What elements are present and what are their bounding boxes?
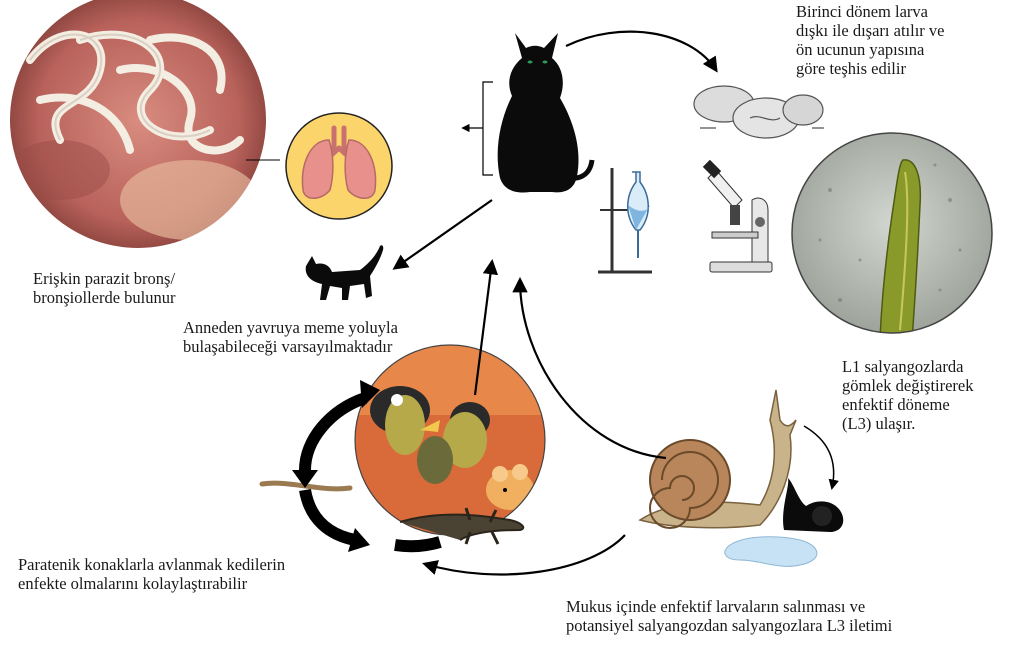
- cat-icon: [498, 33, 592, 192]
- mucus-puddle-icon: [725, 537, 817, 567]
- paratenic-line-2: enfekte olmalarını kolaylaştırabilir: [18, 574, 285, 593]
- l1-label: L1 salyangozlarda gömlek değiştirerek en…: [842, 357, 974, 433]
- transmission-line-2: bulaşabileceği varsayılmaktadır: [183, 337, 398, 356]
- transmission-line-1: Anneden yavruya meme yoluyla: [183, 318, 398, 337]
- arrow-snail-to-slug: [804, 426, 834, 488]
- separatory-funnel-icon: [598, 168, 652, 272]
- first-stage-label: Birinci dönem larva dışkı ile dışarı atı…: [796, 2, 944, 78]
- snail-icon: [640, 390, 796, 528]
- mucus-line-2: potansiyel salyangozdan salyangozlara L3…: [566, 616, 892, 635]
- adult-line-2: bronşiollerde bulunur: [33, 288, 176, 307]
- mouse-icon: [486, 464, 534, 510]
- mucus-label: Mukus içinde enfektif larvaların salınma…: [566, 597, 892, 635]
- l1-line-3: enfektif döneme: [842, 395, 974, 414]
- paratenic-hosts-circle: [355, 345, 545, 535]
- arrow-cat-to-kitten: [395, 200, 492, 268]
- bracket: [463, 82, 493, 175]
- arrow-cat-to-feces: [566, 32, 716, 70]
- first-stage-line-2: dışkı ile dışarı atılır ve: [796, 21, 944, 40]
- slug-icon: [783, 478, 843, 532]
- feces-icon: [694, 86, 824, 138]
- lungs-icon: [286, 113, 392, 219]
- larva-micrograph: [792, 133, 992, 340]
- arrow-snail-to-hosts: [425, 535, 625, 574]
- microscope-icon: [703, 160, 772, 272]
- kitten-icon: [306, 245, 384, 300]
- l1-line-1: L1 salyangozlarda: [842, 357, 974, 376]
- paratenic-line-1: Paratenik konaklarla avlanmak kedilerin: [18, 555, 285, 574]
- first-stage-line-1: Birinci dönem larva: [796, 2, 944, 21]
- bronchi-photo: [8, 0, 270, 252]
- adult-line-1: Erişkin parazit bronş/: [33, 269, 176, 288]
- first-stage-line-3: ön ucunun yapısına: [796, 40, 944, 59]
- adult-parasite-label: Erişkin parazit bronş/ bronşiollerde bul…: [33, 269, 176, 307]
- l1-line-2: gömlek değiştirerek: [842, 376, 974, 395]
- first-stage-line-4: göre teşhis edilir: [796, 59, 944, 78]
- transmission-label: Anneden yavruya meme yoluyla bulaşabilec…: [183, 318, 398, 356]
- l1-line-4: (L3) ulaşır.: [842, 414, 974, 433]
- mucus-line-1: Mukus içinde enfektif larvaların salınma…: [566, 597, 892, 616]
- paratenic-label: Paratenik konaklarla avlanmak kedilerin …: [18, 555, 285, 593]
